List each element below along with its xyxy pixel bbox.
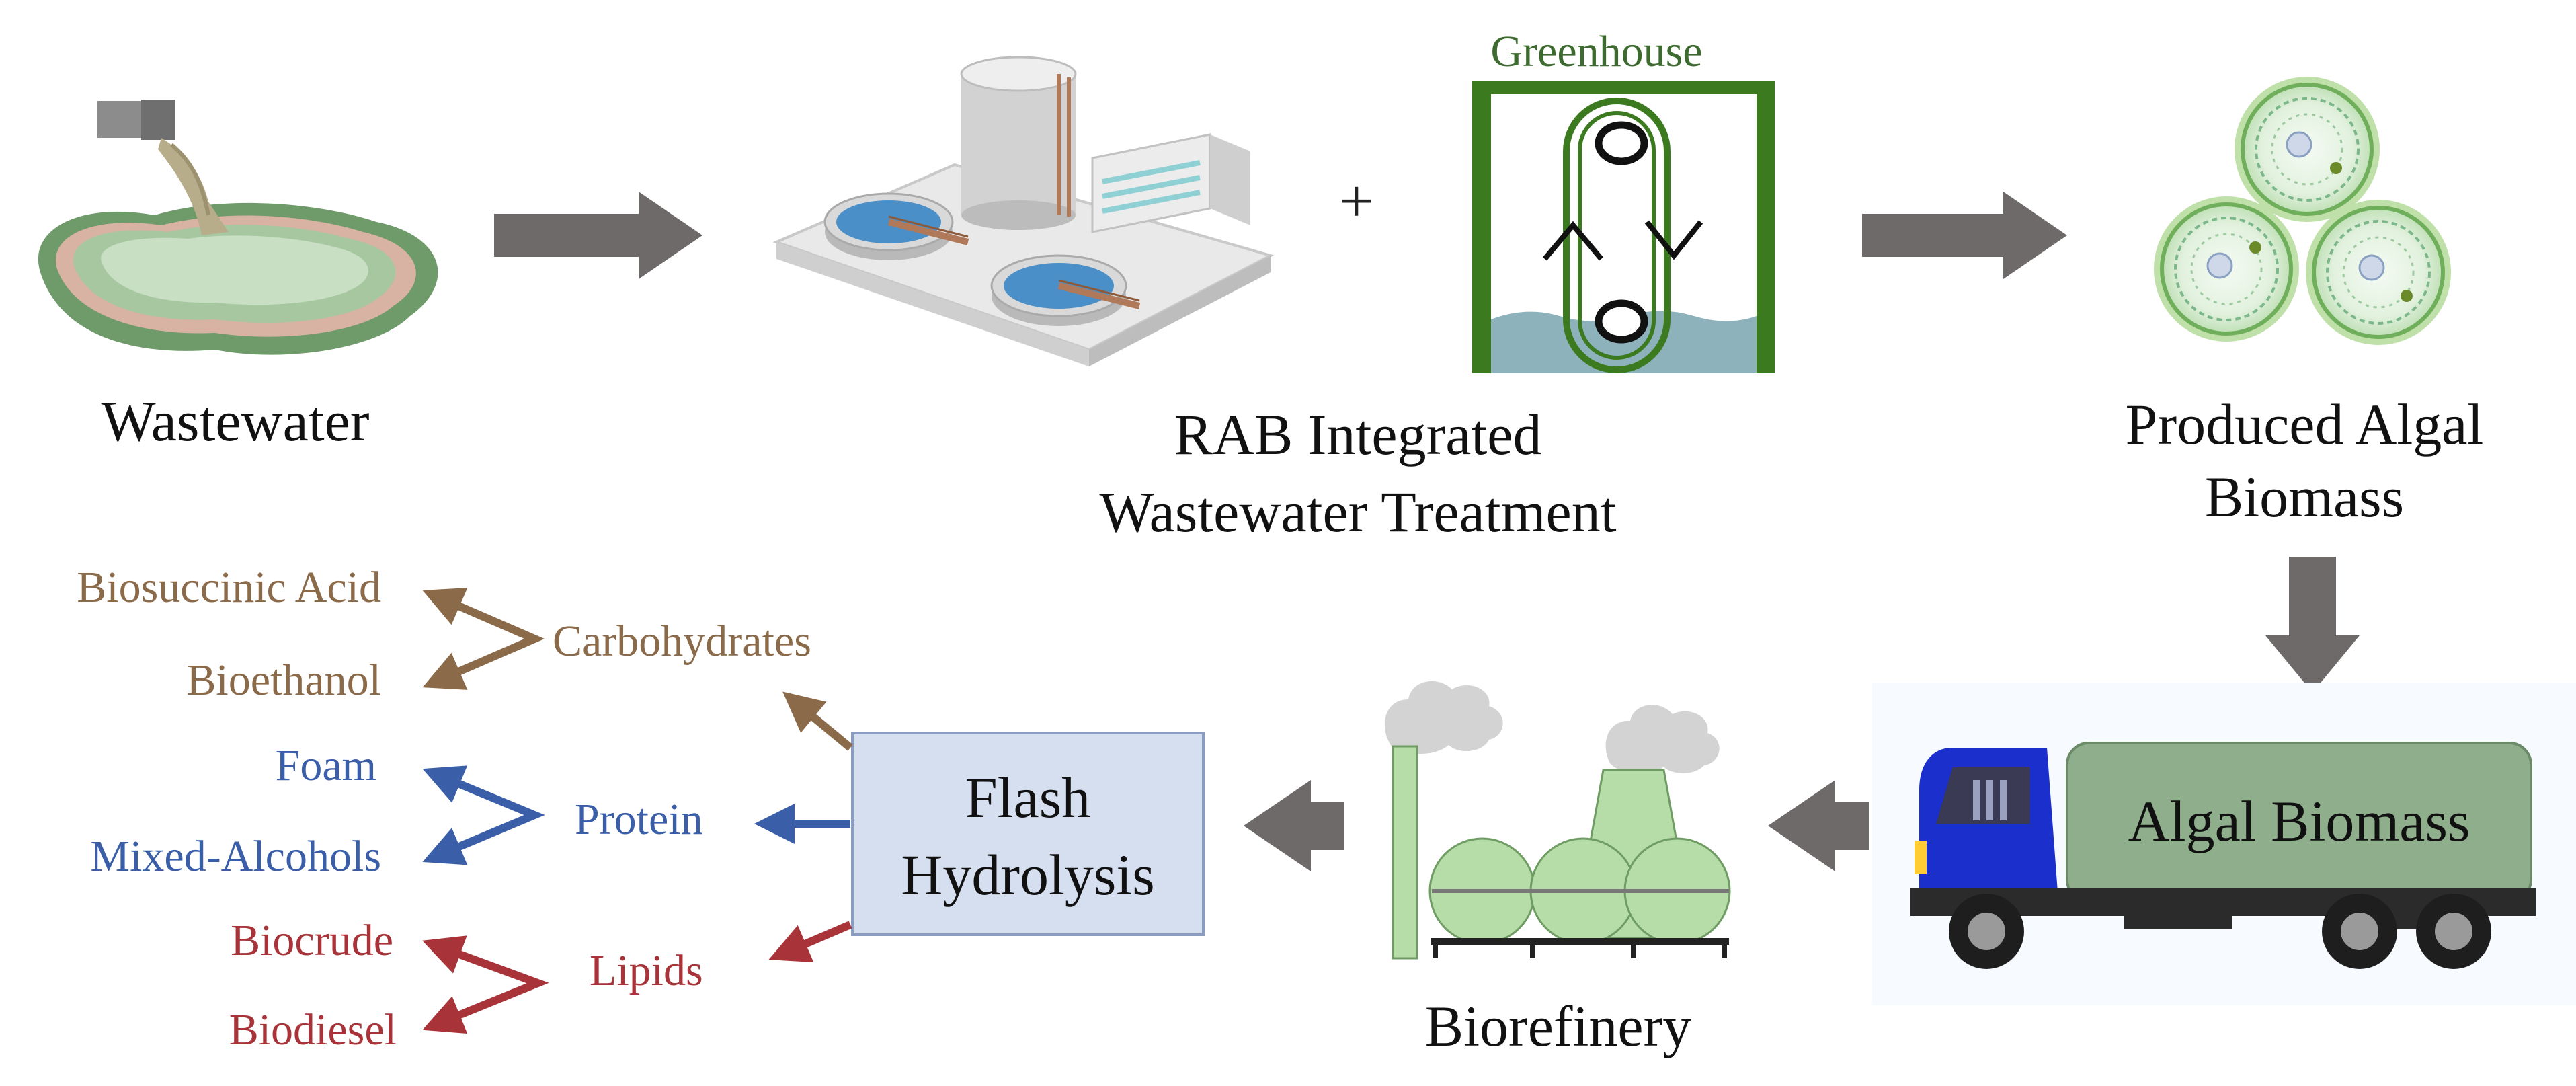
lipids-split-arrows: [422, 935, 549, 1034]
flash-hydrolysis-label-line2: Hydrolysis: [901, 843, 1154, 907]
algal-cell-left: [2154, 196, 2299, 342]
treatment-plant-icon: [772, 56, 1275, 366]
rab-greenhouse-icon: [1472, 81, 1775, 373]
product-biocrude: Biocrude: [231, 916, 393, 965]
biorefinery-label: Biorefinery: [1425, 994, 1691, 1058]
produced-biomass-label-line2: Biomass: [2205, 465, 2404, 529]
algal-cell-right: [2306, 200, 2451, 345]
produced-biomass-label-line1: Produced Algal: [2126, 392, 2484, 457]
flow-arrow-2: [1862, 192, 2067, 279]
truck-icon: [1872, 683, 2576, 1005]
flow-arrow-1: [494, 192, 702, 279]
product-biodiesel: Biodiesel: [229, 1005, 397, 1054]
carbohydrates-label: Carbohydrates: [553, 617, 811, 666]
greenhouse-label: Greenhouse: [1490, 27, 1702, 76]
flow-arrow-left-2: [1244, 780, 1344, 871]
protein-label: Protein: [575, 795, 703, 844]
lipids-label: Lipids: [590, 946, 703, 995]
flow-arrow-down: [2265, 557, 2360, 693]
plus-sign: +: [1339, 167, 1374, 235]
rab-label-line1: RAB Integrated: [1174, 402, 1542, 467]
carbohydrates-split-arrows: [422, 588, 545, 690]
algal-cells-icon: [2154, 77, 2451, 345]
flow-arrow-left-1: [1768, 780, 1869, 871]
flash-hydrolysis-label-line1: Flash: [965, 765, 1090, 830]
algal-cell-top: [2235, 77, 2380, 222]
arrow-to-carbohydrates: [782, 691, 853, 751]
arrow-to-lipids: [768, 921, 852, 963]
product-mixed-alcohols: Mixed-Alcohols: [90, 832, 381, 881]
biorefinery-icon: [1384, 681, 1731, 960]
rab-label-line2: Wastewater Treatment: [1099, 479, 1616, 544]
product-bioethanol: Bioethanol: [186, 656, 381, 705]
truck-cargo-label: Algal Biomass: [2128, 789, 2470, 853]
wastewater-pond-icon: [38, 100, 438, 355]
flash-hydrolysis-box: [851, 732, 1205, 936]
product-foam: Foam: [276, 741, 376, 790]
protein-split-arrows: [422, 765, 545, 865]
product-biosuccinic-acid: Biosuccinic Acid: [77, 563, 381, 612]
wastewater-label: Wastewater: [102, 389, 370, 453]
